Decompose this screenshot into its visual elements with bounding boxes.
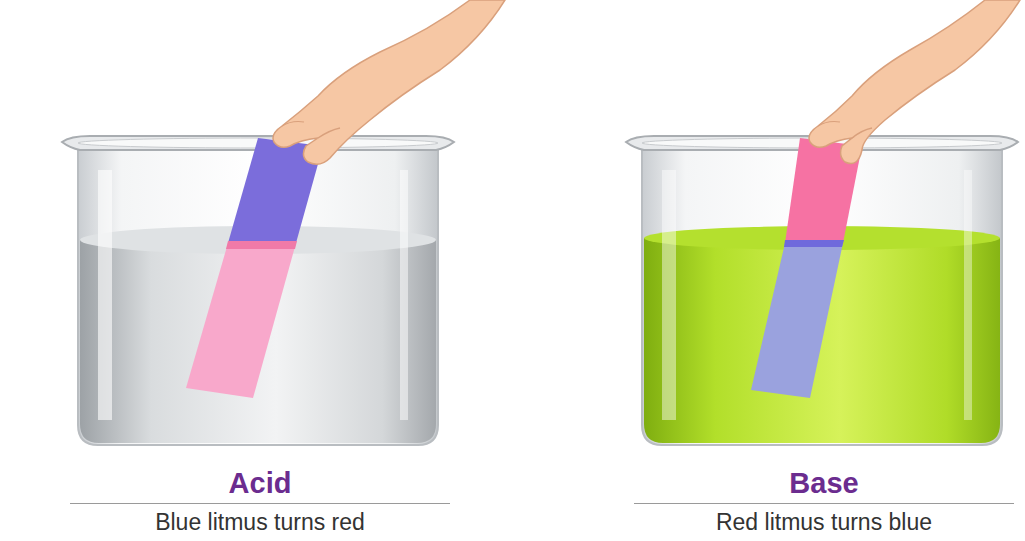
result-label: Red litmus turns blue — [634, 508, 1014, 536]
red-litmus-strip — [751, 138, 862, 398]
beaker-caption: BaseRed litmus turns blue — [634, 466, 1014, 536]
solution-label: Base — [634, 466, 1014, 500]
divider-line — [70, 503, 450, 504]
hand — [273, 0, 505, 164]
hand — [809, 0, 1020, 164]
solution-label: Acid — [70, 466, 450, 500]
blue-litmus-strip — [186, 138, 323, 398]
beaker-caption: AcidBlue litmus turns red — [70, 466, 450, 536]
result-label: Blue litmus turns red — [70, 508, 450, 536]
base-beaker — [626, 136, 1018, 445]
acid-beaker — [62, 136, 454, 445]
divider-line — [634, 503, 1014, 504]
